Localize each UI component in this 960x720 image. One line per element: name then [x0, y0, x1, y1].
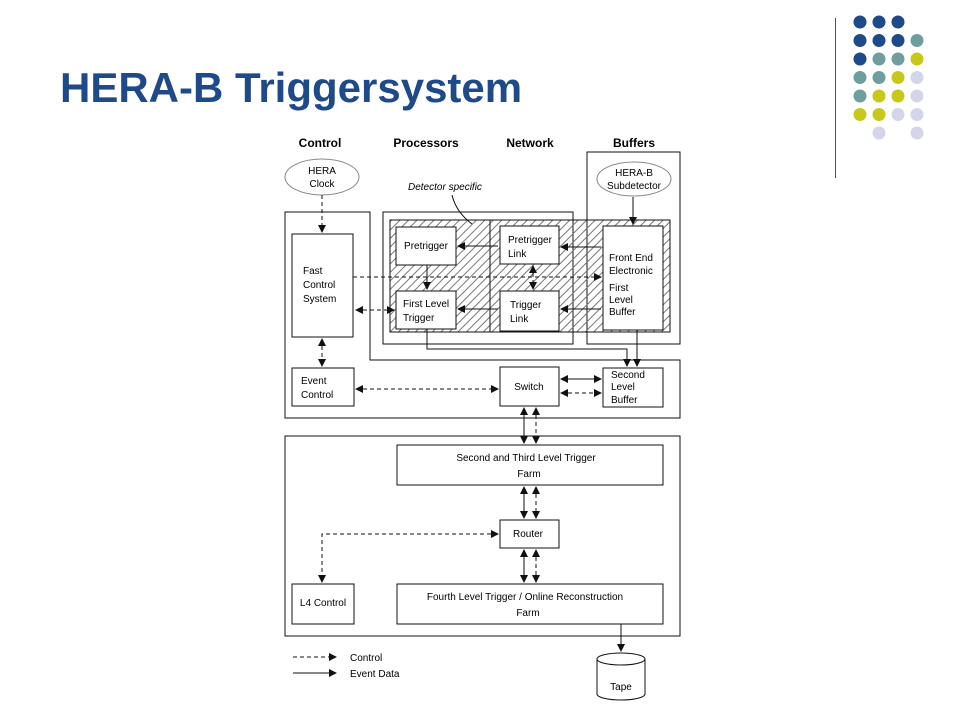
second-third-level-farm-label-line1: Second and Third Level Trigger	[456, 453, 596, 464]
subdetector-label-line2: Subdetector	[607, 181, 662, 192]
decorative-dot	[910, 52, 924, 66]
l4-control-box	[291, 583, 355, 625]
first-level-trigger-box	[395, 290, 457, 330]
pretrigger-box	[395, 226, 457, 266]
front-end-label-line2: Electronic	[609, 266, 653, 277]
pretrigger-label: Pretrigger	[404, 241, 449, 252]
subdetector-label-line1: HERA-B	[615, 168, 653, 179]
pretrigger-link-box	[499, 225, 560, 265]
second-third-level-farm-label-line2: Farm	[517, 469, 540, 480]
decorative-dot	[853, 108, 867, 121]
decorative-dot	[891, 34, 905, 47]
fourth-level-farm-box	[396, 583, 664, 625]
control-connections	[318, 195, 602, 583]
trigger-link-box	[499, 290, 560, 332]
decorative-dot	[891, 89, 905, 103]
decorative-dot-grid	[853, 15, 924, 140]
column-header-processors: Processors	[393, 136, 459, 150]
hera-clock-label-line2: Clock	[309, 179, 335, 190]
decorative-divider	[835, 18, 836, 178]
first-level-trigger-label-line1: First Level	[403, 299, 449, 310]
decorative-dot	[872, 15, 886, 29]
decorative-dot	[853, 89, 867, 103]
first-level-trigger-label-line2: Trigger	[403, 313, 435, 324]
decorative-dot	[891, 52, 905, 66]
fast-control-label-line1: Fast	[303, 266, 323, 277]
decorative-dot	[910, 126, 924, 140]
decorative-dot	[872, 34, 886, 47]
decorative-dot	[853, 34, 867, 47]
second-level-buffer-label-line3: Buffer	[611, 395, 638, 406]
event-control-label-line2: Control	[301, 390, 333, 401]
decorative-dot	[910, 108, 924, 121]
first-level-buffer-label-line1: First	[609, 283, 629, 294]
column-header-network: Network	[506, 136, 554, 150]
front-end-buffer-box	[602, 225, 664, 331]
upper-system-frame	[284, 211, 681, 419]
decorative-dot	[910, 71, 924, 84]
decorative-dot	[910, 34, 924, 47]
l4-control-label: L4 Control	[300, 598, 346, 609]
decorative-dot	[872, 108, 886, 121]
second-third-level-farm-box	[396, 444, 664, 486]
pretrigger-link-label-line2: Link	[508, 249, 527, 260]
page-title: HERA-B Triggersystem	[60, 64, 523, 111]
tape-storage-node	[596, 652, 646, 701]
trigger-link-label-line1: Trigger	[510, 300, 542, 311]
first-level-buffer-label-line3: Buffer	[609, 307, 636, 318]
legend-control-label: Control	[350, 653, 382, 664]
detector-specific-label: Detector specific	[408, 182, 482, 193]
trigger-link-label-line2: Link	[510, 314, 529, 325]
pretrigger-link-label-line1: Pretrigger	[508, 235, 553, 246]
column-header-buffers: Buffers	[613, 136, 655, 150]
decorative-dot	[853, 15, 867, 29]
fourth-level-farm-label-line1: Fourth Level Trigger / Online Reconstruc…	[427, 592, 623, 603]
fourth-level-farm-label-line2: Farm	[516, 608, 539, 619]
fast-control-system-box	[291, 233, 354, 338]
fast-control-label-line2: Control	[303, 280, 335, 291]
second-level-buffer-label-line1: Second	[611, 370, 645, 381]
decorative-dot	[891, 71, 905, 84]
decorative-dot	[891, 15, 905, 29]
event-data-connections	[423, 197, 641, 652]
router-label: Router	[513, 529, 544, 540]
event-control-label-line1: Event	[301, 376, 327, 387]
tape-label: Tape	[610, 682, 632, 693]
detector-specific-pointer	[451, 194, 473, 225]
decorative-dot	[872, 126, 886, 140]
front-end-label-line1: Front End	[609, 253, 653, 264]
second-level-buffer-box	[602, 367, 664, 408]
decorative-dot	[872, 52, 886, 66]
column-header-control: Control	[299, 136, 342, 150]
hera-clock-label-line1: HERA	[308, 166, 336, 177]
switch-label: Switch	[514, 382, 543, 393]
second-level-buffer-label-line2: Level	[611, 382, 635, 393]
legend-event-data-label: Event Data	[350, 669, 400, 680]
switch-box	[499, 366, 560, 407]
decorative-dot	[872, 89, 886, 103]
router-box	[499, 519, 560, 549]
decorative-dot	[853, 52, 867, 66]
decorative-dot	[891, 108, 905, 121]
first-level-buffer-label-line2: Level	[609, 295, 633, 306]
subdetector-node	[596, 161, 672, 197]
decorative-dot	[872, 71, 886, 84]
fast-control-label-line3: System	[303, 294, 336, 305]
lower-system-frame	[284, 435, 681, 637]
decorative-dot	[910, 89, 924, 103]
decorative-dot	[853, 71, 867, 84]
event-control-box	[291, 367, 355, 407]
